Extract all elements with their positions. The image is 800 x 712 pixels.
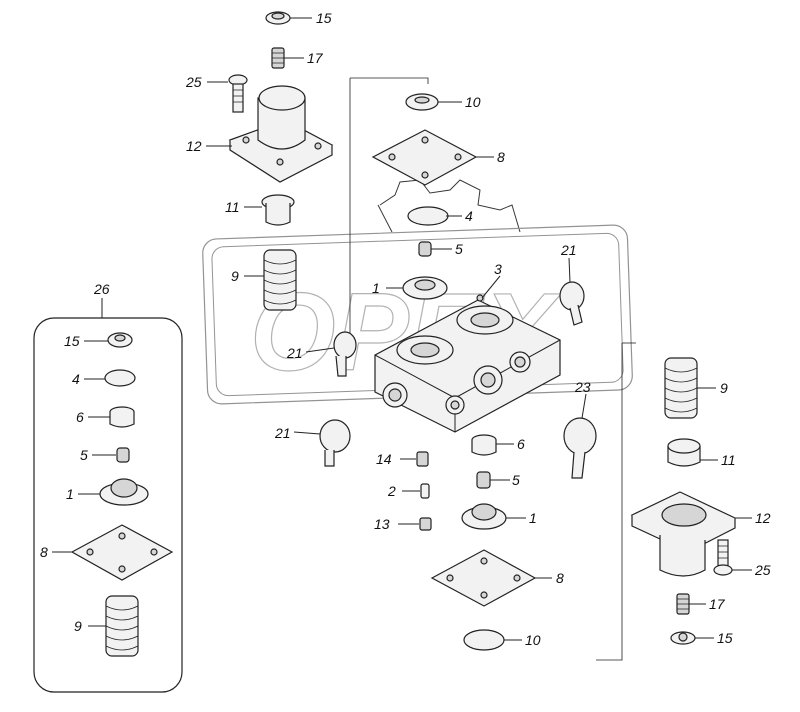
part-labels: 15 17 25 12 11 10 8 4 5 9 1 3 21 21 21 2… <box>40 10 771 648</box>
kit-frame <box>33 317 183 693</box>
cap-15-right <box>670 631 696 645</box>
kit-spring-5 <box>116 447 130 463</box>
spring-17-top <box>271 47 285 69</box>
spring-9-right <box>664 357 698 419</box>
label-14: 14 <box>376 451 392 467</box>
sleeve-11-right <box>667 438 701 467</box>
spring-5-center <box>476 471 491 489</box>
label-26: 26 <box>93 281 110 297</box>
label-1-top: 1 <box>372 280 380 296</box>
label-21-lower: 21 <box>274 425 291 441</box>
label-1-center: 1 <box>529 510 537 526</box>
bracket-top <box>350 77 429 84</box>
label-4-top: 4 <box>465 208 473 224</box>
label-12-right: 12 <box>755 510 771 526</box>
label-6-center: 6 <box>517 436 525 452</box>
kit-spring-9 <box>105 595 139 657</box>
screw-25-top <box>228 74 248 113</box>
label-25-top: 25 <box>185 74 202 90</box>
label-25-right: 25 <box>754 562 771 578</box>
kit-cap-15 <box>107 332 133 348</box>
nut-13 <box>419 517 432 531</box>
cover-12-right <box>630 491 737 577</box>
label-10-center: 10 <box>525 632 541 648</box>
label-21-right: 21 <box>560 242 577 258</box>
gasket-8-center <box>430 549 537 607</box>
label-23: 23 <box>574 379 591 395</box>
label-11-right: 11 <box>721 452 736 468</box>
washer-10-top <box>405 93 439 111</box>
disc-4-top <box>407 206 449 226</box>
label-2: 2 <box>387 483 396 499</box>
bracket-right <box>596 343 623 661</box>
kit-seal-6 <box>109 406 135 428</box>
kit-label-8: 8 <box>40 544 48 560</box>
label-21-left: 21 <box>286 345 303 361</box>
kit-membrane-1 <box>99 478 149 506</box>
leader-lines <box>52 17 752 641</box>
label-11-top: 11 <box>225 199 240 215</box>
spring-14 <box>416 451 429 467</box>
kit-label-4: 4 <box>72 371 80 387</box>
seal-6-center <box>471 434 497 456</box>
label-10-top: 10 <box>465 94 481 110</box>
valve-body-3 <box>374 294 561 433</box>
kit-label-1: 1 <box>66 486 74 502</box>
cover-12-top <box>228 85 334 183</box>
label-8-center: 8 <box>556 570 564 586</box>
label-15-right: 15 <box>717 630 733 646</box>
kit-label-5: 5 <box>80 447 88 463</box>
kit-label-15: 15 <box>64 333 80 349</box>
plug-21-right <box>559 281 585 326</box>
cap-15-top <box>265 11 291 25</box>
membrane-1-center <box>461 503 507 530</box>
spring-5-top <box>418 241 432 257</box>
plug-21-left <box>333 331 357 377</box>
label-13: 13 <box>374 516 390 532</box>
label-5-top: 5 <box>455 241 463 257</box>
pin-2 <box>420 483 430 499</box>
membrane-1-top <box>402 276 448 300</box>
screw-25-right <box>713 539 733 576</box>
gasket-8-top <box>371 129 478 186</box>
label-15-top: 15 <box>316 10 332 26</box>
label-5-center: 5 <box>512 472 520 488</box>
label-9-top: 9 <box>231 268 239 284</box>
label-12-top: 12 <box>186 138 202 154</box>
plug-23 <box>563 417 597 479</box>
sleeve-11-top <box>261 194 295 226</box>
kit-label-6: 6 <box>76 409 84 425</box>
kit-disc-4 <box>104 369 136 387</box>
label-8-top: 8 <box>497 149 505 165</box>
kit-gasket-8 <box>70 524 174 581</box>
plug-21-lower <box>319 419 351 467</box>
spring-9-top <box>263 249 297 311</box>
kit-label-9: 9 <box>74 618 82 634</box>
label-9-right: 9 <box>720 380 728 396</box>
label-3: 3 <box>494 261 502 277</box>
label-17-right: 17 <box>709 596 726 612</box>
label-17-top: 17 <box>307 50 324 66</box>
washer-10-center <box>463 629 505 651</box>
spring-17-right <box>676 593 690 615</box>
